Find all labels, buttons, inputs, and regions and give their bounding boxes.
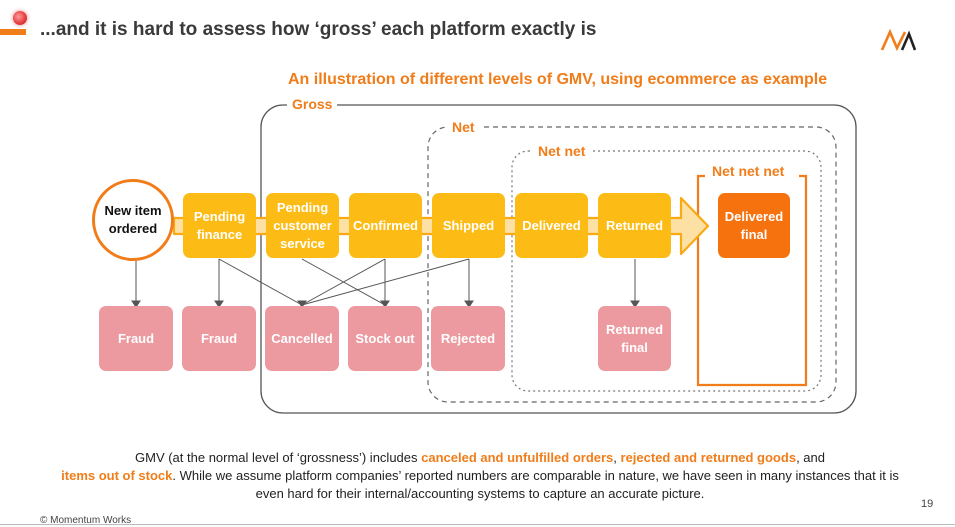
footnote: GMV (at the normal level of ‘grossness’)…	[60, 449, 900, 503]
outcome-connectors	[131, 258, 640, 308]
pending-finance-node: Pending finance	[183, 193, 256, 258]
net-net-net-region-border	[696, 174, 808, 387]
diagram-subtitle: An illustration of different levels of G…	[288, 71, 828, 88]
footnote-highlight-3: items out of stock	[61, 468, 173, 483]
gross-region-label: Gross	[287, 96, 338, 112]
shipped-node: Shipped	[432, 193, 505, 258]
returned-node: Returned	[598, 193, 671, 258]
confirmed-node: Confirmed	[349, 193, 422, 258]
momentum-works-logo-icon	[880, 28, 916, 52]
footnote-text-3: , and	[796, 450, 825, 465]
delivered-final-node: Delivered final	[718, 193, 790, 258]
bottom-divider	[0, 524, 955, 525]
net-net-net-region-label: Net net net	[707, 163, 790, 179]
gross-region-border	[260, 104, 857, 414]
rejected-outcome: Rejected	[431, 306, 505, 371]
delivered-node: Delivered	[515, 193, 588, 258]
pending-customer-service-node: Pending customer service	[266, 193, 339, 258]
footnote-highlight-2: rejected and returned goods	[620, 450, 797, 465]
slide-title: ...and it is hard to assess how ‘gross’ …	[40, 19, 597, 40]
copyright-notice: © Momentum Works	[40, 515, 132, 526]
net-net-region-label: Net net	[533, 143, 591, 159]
cancelled-outcome: Cancelled	[265, 306, 339, 371]
net-region-label: Net	[447, 119, 480, 135]
footnote-text-1: GMV (at the normal level of ‘grossness’)…	[135, 450, 422, 465]
returned-final-outcome: Returned final	[598, 306, 671, 371]
footnote-highlight-1: canceled and unfulfilled orders	[421, 450, 614, 465]
page-number: 19	[921, 498, 934, 510]
fraud-outcome-2: Fraud	[182, 306, 256, 371]
new-item-ordered-node: New item ordered	[92, 179, 174, 261]
stock-out-outcome: Stock out	[348, 306, 422, 371]
net-net-region-border	[511, 150, 822, 392]
net-region-border	[427, 126, 837, 403]
fraud-outcome-1: Fraud	[99, 306, 173, 371]
title-accent-bar	[0, 29, 26, 35]
recording-indicator-icon	[13, 11, 27, 25]
footnote-text-4: . While we assume platform companies’ re…	[172, 468, 899, 501]
footnote-text-2: ,	[613, 450, 621, 465]
